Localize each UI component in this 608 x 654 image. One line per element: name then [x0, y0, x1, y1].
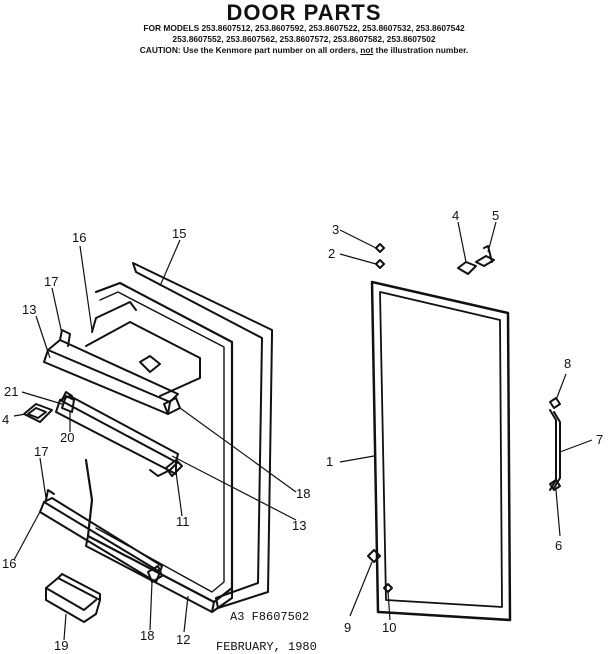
door-panel-outer — [370, 280, 512, 622]
callout-18-upper: 18 — [296, 486, 310, 501]
callout-9: 9 — [344, 620, 351, 635]
callout-16-lower: 16 — [2, 556, 16, 571]
callout-13-lower: 13 — [292, 518, 306, 533]
callout-1: 1 — [326, 454, 333, 469]
top-hinge-cover — [457, 261, 477, 275]
caution-suffix: the illustration number. — [373, 45, 469, 55]
callout-18-lower: 18 — [140, 628, 154, 643]
shelf-bracket — [165, 459, 183, 477]
page-title: DOOR PARTS — [226, 0, 382, 25]
door-liner — [84, 281, 234, 613]
callout-20: 20 — [60, 430, 74, 445]
door-bin — [45, 573, 101, 623]
callout-8: 8 — [564, 356, 571, 371]
models-line-2: 253.8607552, 253.8607562, 253.8607572, 2… — [172, 34, 436, 44]
hinge-parts — [375, 243, 385, 269]
bottom-hinge-parts — [367, 549, 393, 593]
callout-17-upper: 17 — [44, 274, 58, 289]
callout-5: 5 — [492, 208, 499, 223]
caution-not: not — [360, 45, 374, 55]
callout-21: 21 — [4, 384, 18, 399]
callout-4-left: 4 — [2, 412, 9, 427]
lower-door-rail — [39, 489, 163, 583]
upper-shelf-bin — [85, 301, 201, 397]
figure-code: A3 F8607502 — [230, 610, 310, 624]
leader-lines — [13, 221, 593, 641]
callout-15: 15 — [172, 226, 186, 241]
callout-13-upper: 13 — [22, 302, 36, 317]
callout-2: 2 — [328, 246, 335, 261]
dairy-door-insert — [23, 403, 53, 423]
callout-12: 12 — [176, 632, 190, 647]
top-hinge-bushing — [475, 245, 495, 267]
figure-date: FEBRUARY, 1980 — [216, 640, 317, 654]
rail-end-cap-lower — [147, 565, 163, 583]
callout-3: 3 — [332, 222, 339, 237]
door-handle — [549, 409, 561, 491]
models-line-1: FOR MODELS 253.8607512, 253.8607592, 253… — [143, 23, 465, 33]
door-gasket — [132, 262, 273, 609]
callout-numbers: 3 2 4 5 8 7 6 1 9 10 15 16 17 13 21 4 20… — [2, 208, 603, 652]
callout-10: 10 — [382, 620, 396, 635]
caution-prefix: CAUTION: Use the Kenmore part number on … — [139, 45, 361, 55]
caution-line: CAUTION: Use the Kenmore part number on … — [0, 45, 608, 55]
callout-11: 11 — [176, 514, 190, 529]
callout-4-right: 4 — [452, 208, 459, 223]
rail-end-bracket — [61, 395, 75, 413]
callout-7: 7 — [596, 432, 603, 447]
callout-16-upper: 16 — [72, 230, 86, 245]
callout-6: 6 — [555, 538, 562, 553]
callout-17-lower: 17 — [34, 444, 48, 459]
handle-screws — [549, 397, 561, 491]
callout-19: 19 — [54, 638, 68, 652]
